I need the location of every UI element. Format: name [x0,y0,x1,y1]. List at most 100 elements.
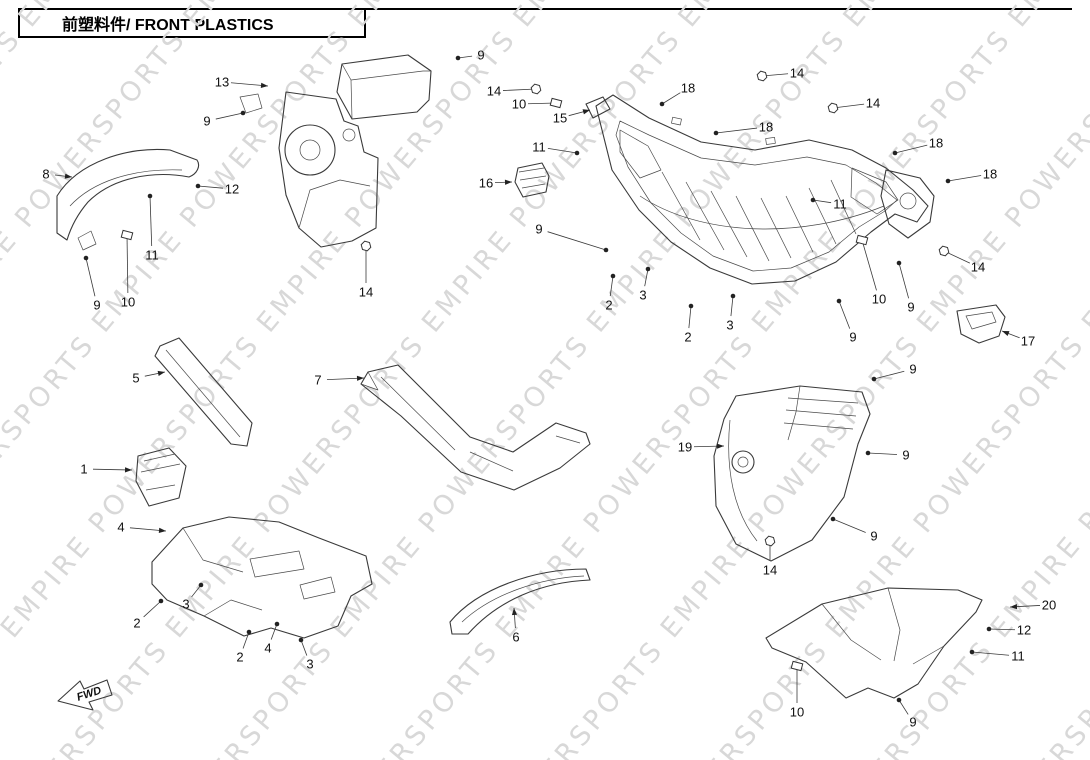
bolt-icon [938,245,950,257]
callout-2: 2 [236,650,243,665]
callout-9: 9 [477,48,484,63]
intake-opening [284,124,336,176]
callout-7: 7 [314,373,321,388]
callout-6: 6 [512,630,519,645]
callout-14: 14 [359,285,373,300]
arrowhead [582,109,590,115]
callout-9: 9 [902,448,909,463]
bolt-icon [764,535,776,547]
fastener-dot [246,629,252,635]
fastener-dot [892,150,898,156]
fastener-dot [871,376,877,382]
leader-line [894,144,928,154]
arrowhead [157,370,165,376]
fastener-dot [659,101,665,107]
top-border-rule [18,8,1072,10]
fastener-dot [455,55,461,61]
arrowhead [64,173,72,179]
callout-15: 15 [553,111,567,126]
bolt-icon [756,70,768,82]
leader-line [270,623,278,640]
leader-line [730,295,734,317]
leader-line [988,628,1016,631]
leader-line [215,112,244,120]
callout-12: 12 [1017,623,1031,638]
arrowhead [504,179,512,185]
leader-line [947,175,982,182]
fastener-dot [986,626,992,632]
callout-13: 13 [215,75,229,90]
leader-line [126,234,129,294]
arrowhead [124,467,132,473]
callout-11: 11 [833,197,847,212]
callout-3: 3 [182,597,189,612]
callout-3: 3 [726,318,733,333]
leader-line [867,452,898,455]
leader-line [149,195,153,247]
part-side-panel [713,385,871,562]
leader-line [832,518,866,533]
fastener-dot [195,183,201,189]
headlight-recess-right [850,167,899,215]
callout-18: 18 [759,120,773,135]
fastener-dot [574,150,580,156]
clip-icon [549,97,563,109]
fastener-dot [147,193,153,199]
callout-4: 4 [264,641,271,656]
fastener-dot [158,598,164,604]
fastener-dot [603,247,609,253]
fastener-dot [830,516,836,522]
fastener-dot [240,110,246,116]
fastener-dot [945,178,951,184]
part-trim-strip [154,337,253,447]
callout-9: 9 [870,529,877,544]
callout-14: 14 [866,96,880,111]
leader-line [502,88,537,91]
part-air-intake-assembly [239,54,432,248]
callout-9: 9 [909,715,916,730]
headlight-recess-left [619,129,662,179]
fastener-dot [865,450,871,456]
fastener-dot [836,298,842,304]
callout-2: 2 [684,330,691,345]
callout-9: 9 [907,300,914,315]
fastener-dot [713,130,719,136]
leader-line [609,275,614,297]
bolt-icon [827,102,839,114]
callout-9: 9 [909,362,916,377]
callout-18: 18 [983,167,997,182]
callout-10: 10 [872,292,886,307]
callout-18: 18 [929,136,943,151]
leader-line [812,199,832,204]
part-front-bumper-lower [151,516,373,639]
leader-line [861,239,877,291]
part-grommet-block [514,162,550,198]
callout-14: 14 [971,260,985,275]
callout-10: 10 [121,295,135,310]
part-side-cover-right [765,587,983,699]
leader-line [85,257,96,297]
bolt-icon [360,240,372,252]
fwd-arrow-outline [57,679,113,711]
fastener-dot [730,293,736,299]
fastener-dot [896,260,902,266]
leader-line [832,103,865,109]
diagram-title-box: 前塑料件/ FRONT PLASTICS [18,8,366,38]
leader-line [547,231,607,251]
callout-3: 3 [306,657,313,672]
callout-14: 14 [487,84,501,99]
callout-11: 11 [532,140,546,155]
fastener-dot [610,273,616,279]
part-v-brace [360,364,591,491]
leader-line [898,262,910,299]
bolt-icon [530,83,542,95]
part-trim-blade [449,568,591,635]
callout-2: 2 [133,616,140,631]
callout-17: 17 [1021,334,1035,349]
part-small-bracket [135,447,187,507]
leader-line [242,631,250,649]
